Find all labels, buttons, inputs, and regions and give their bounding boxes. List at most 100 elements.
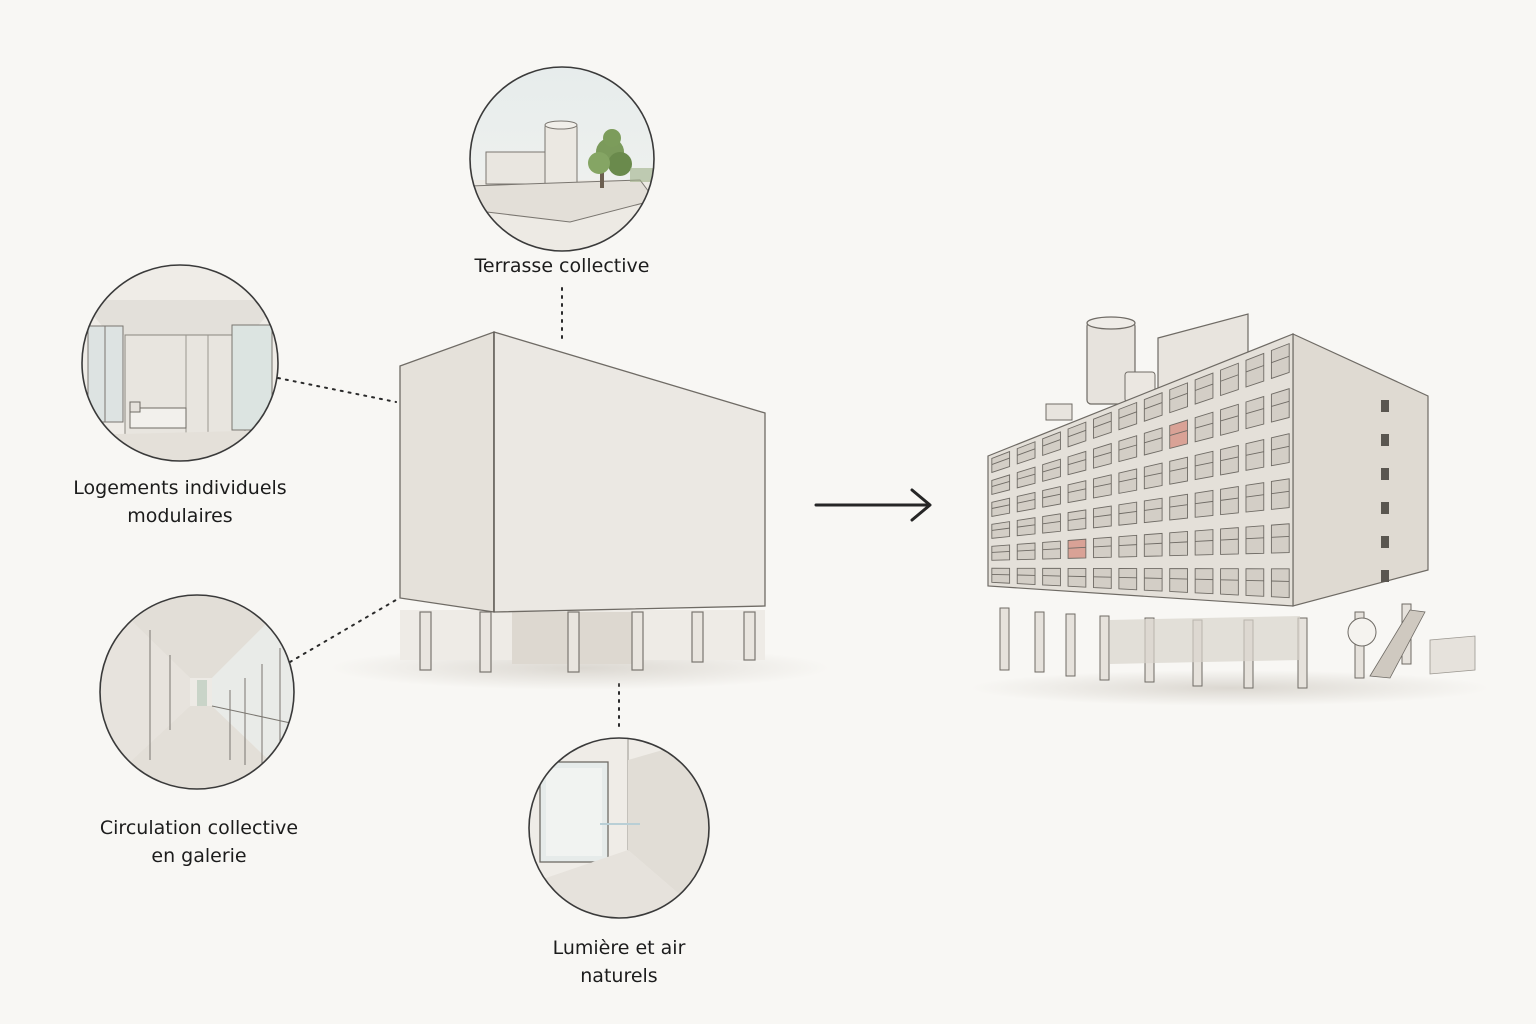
facade-loggia <box>1067 421 1087 448</box>
facade-loggia <box>1270 342 1290 380</box>
label-housing: Logements individuels modulaires <box>40 474 320 530</box>
label-circulation-line-2: en galerie <box>151 845 247 867</box>
facade-railing <box>1271 445 1290 451</box>
facade-loggia <box>1143 392 1163 422</box>
label-housing-line-1: Logements individuels <box>73 477 287 499</box>
facade-loggia <box>1093 474 1112 499</box>
facade-loggia <box>1194 529 1214 556</box>
label-light-line-2: naturels <box>580 965 658 987</box>
facade-railing <box>1093 545 1112 548</box>
facade-loggia <box>1042 540 1061 560</box>
facade-loggia <box>1093 536 1112 559</box>
facade-loggia <box>1169 456 1188 485</box>
connector-circulation <box>289 599 397 663</box>
facade-loggia <box>1067 509 1087 531</box>
facade-railing <box>1220 415 1239 422</box>
facade-railing <box>1093 483 1112 488</box>
facade-railing <box>1042 466 1061 473</box>
facade-railing <box>1144 437 1163 444</box>
facade-loggia <box>1169 493 1188 521</box>
facade-railing <box>1169 504 1188 508</box>
facade-loggia <box>1118 401 1138 431</box>
label-light-line-1: Lumière et air <box>552 937 686 959</box>
facade-loggia <box>1169 419 1188 449</box>
facade-loggia <box>1245 352 1265 388</box>
facade-loggia <box>1016 567 1036 586</box>
facade-loggia <box>1118 501 1138 526</box>
right-arrow-icon <box>814 488 932 522</box>
facade-loggia <box>1143 532 1163 557</box>
facade-loggia <box>1016 466 1036 489</box>
facade-railing <box>1017 448 1036 456</box>
facade-loggia <box>1245 525 1265 555</box>
connector-housing <box>277 377 397 403</box>
facade-loggia <box>1016 441 1036 465</box>
facade-railing <box>1118 510 1137 515</box>
facade-railing <box>1042 439 1061 447</box>
facade-loggia <box>991 567 1011 584</box>
facade-loggia <box>1220 486 1239 516</box>
facade-railing <box>1093 451 1112 458</box>
facade-loggia <box>1245 439 1265 471</box>
facade-railing <box>991 457 1010 466</box>
facade-loggia <box>1067 450 1087 476</box>
facade-loggia <box>1270 433 1290 467</box>
facade-loggia <box>1270 478 1290 510</box>
facade-railing <box>1017 499 1036 504</box>
facade-loggia <box>1093 567 1112 589</box>
facade-loggia <box>1118 534 1138 558</box>
facade-railing <box>1220 374 1239 382</box>
facade-railing <box>1194 383 1214 391</box>
facade-loggia <box>1194 450 1214 481</box>
facade-railing <box>1068 517 1086 521</box>
facade-loggia <box>1042 567 1061 587</box>
facade-loggia <box>1093 442 1112 469</box>
facade-loggia <box>1169 568 1188 593</box>
facade-railing <box>1169 467 1188 472</box>
facade-loggia <box>1194 411 1214 443</box>
facade-loggia <box>991 497 1011 517</box>
label-terrace-text: Terrasse collective <box>474 255 650 277</box>
facade-railing <box>1169 429 1188 436</box>
facade-loggia <box>1143 568 1163 592</box>
facade-railing <box>1245 365 1264 373</box>
facade-railing <box>1271 490 1290 495</box>
facade-railing <box>1144 402 1163 410</box>
facade-railing <box>1118 411 1137 419</box>
facade-railing <box>1245 408 1264 415</box>
label-light: Lumière et air naturels <box>489 934 749 990</box>
facade-loggia <box>1067 480 1087 504</box>
abstract-block-illustration <box>330 331 830 690</box>
facade-loggia <box>1042 458 1061 482</box>
unite-building-illustration <box>970 313 1490 706</box>
facade-loggia <box>1270 388 1290 423</box>
facade-railing <box>991 504 1010 509</box>
facade-loggia <box>1194 489 1214 518</box>
facade-railing <box>1017 473 1036 480</box>
facade-railing <box>1093 514 1112 518</box>
label-circulation-line-1: Circulation collective <box>99 817 299 839</box>
facade-loggia <box>1220 527 1239 555</box>
facade-loggia <box>1042 513 1061 534</box>
label-housing-line-2: modulaires <box>127 505 233 527</box>
facade-loggia <box>1245 568 1265 597</box>
facade-loggia <box>991 474 1011 496</box>
facade-loggia <box>1016 491 1036 513</box>
facade-railing <box>1271 535 1290 538</box>
facade-railing <box>1118 477 1137 483</box>
facade-railing <box>991 481 1010 487</box>
facade-railing <box>1271 355 1290 364</box>
facade-loggia <box>991 521 1011 539</box>
facade-railing <box>1042 520 1061 525</box>
facade-loggia <box>1169 382 1188 414</box>
connector-lines <box>277 287 620 729</box>
facade-loggia <box>1143 462 1163 490</box>
facade-railing <box>1220 456 1239 462</box>
facade-railing <box>1220 497 1239 501</box>
facade-loggia <box>1016 542 1036 561</box>
facade-loggia <box>1118 468 1138 494</box>
facade-loggia <box>1042 485 1061 508</box>
facade-loggia <box>1016 517 1036 537</box>
facade-railing <box>1169 392 1188 401</box>
